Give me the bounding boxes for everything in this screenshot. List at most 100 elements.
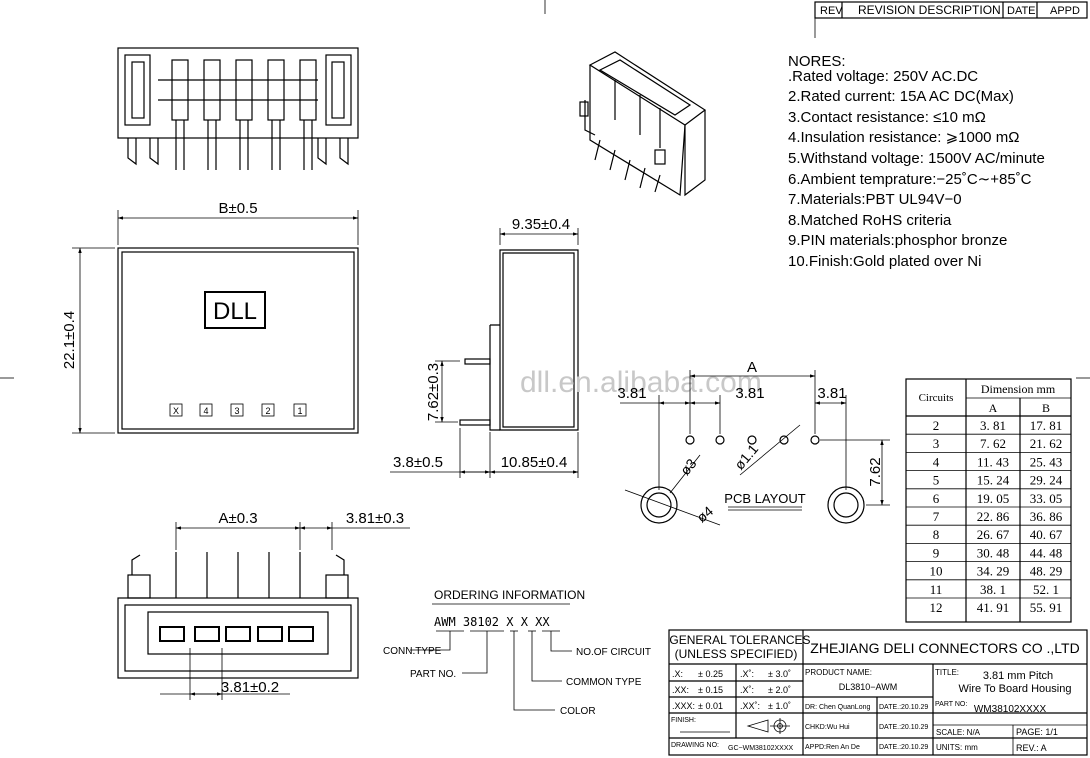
tolerance-cell: ± 0.01	[698, 701, 723, 711]
tolerance-cell: .X˚:	[740, 669, 754, 679]
pin-label-x: X	[173, 406, 179, 416]
table-cell-a: 30. 48	[977, 545, 1010, 560]
drawing-no-label: DRAWING NO:	[671, 742, 719, 749]
top-view-drawing	[117, 47, 359, 170]
table-cell-b: 21. 62	[1030, 436, 1063, 451]
dim-height-label: 22.1±0.4	[61, 311, 78, 369]
table-cell-circuits: 12	[930, 600, 943, 615]
pin-label-4: 4	[203, 406, 208, 416]
dim-bottom-a-label: A±0.3	[218, 510, 257, 527]
table-cell-a: 22. 86	[977, 509, 1010, 524]
tolerance-cell: ± 0.25	[698, 669, 723, 679]
pcb-hole-small-label: ø1.1	[731, 441, 761, 473]
ordering-information: ORDERING INFORMATION AWM 38102 X X XX CO…	[383, 588, 651, 717]
table-cell-circuits: 6	[933, 491, 940, 506]
table-cell-a: 11. 43	[977, 454, 1009, 469]
note-3: 3.Contact resistance: ≤10 mΩ	[788, 109, 986, 126]
appd-header: APPD	[1050, 5, 1080, 17]
notes-heading: NORES:	[788, 53, 846, 70]
projection-symbol-icon	[746, 718, 790, 734]
ordering-no-of-circuit: NO.OF CIRCUIT	[576, 647, 651, 658]
table-cell-circuits: 3	[933, 436, 940, 451]
watermark: dll.en.alibaba.com	[520, 366, 762, 399]
notes-section: NORES: .Rated voltage: 250V AC.DC 2.Rate…	[788, 53, 1045, 270]
approved-date: DATE.:20.10.29	[879, 744, 928, 751]
dim-side-pin-label: 7.62±0.3	[425, 363, 442, 421]
table-cell-circuits: 8	[933, 527, 940, 542]
table-cell-a: 3. 81	[980, 418, 1006, 433]
page-value: PAGE: 1/1	[1016, 727, 1058, 737]
checked-date: DATE.:20.10.29	[879, 724, 928, 731]
table-cell-circuits: 10	[930, 564, 943, 579]
table-cell-a: 41. 91	[977, 600, 1010, 615]
table-cell-a: 34. 29	[977, 564, 1010, 579]
note-1: .Rated voltage: 250V AC.DC	[788, 68, 978, 85]
dim-width-label: B±0.5	[218, 200, 257, 217]
units-value: UNITS: mm	[936, 743, 978, 752]
checked-by: CHKD:Wu Hui	[805, 724, 850, 731]
note-4: 4.Insulation resistance: ⩾1000 mΩ	[788, 129, 1019, 146]
isometric-view-drawing	[579, 51, 707, 197]
pin-label-1: 1	[297, 406, 302, 416]
front-view-drawing: DLL X 4 3 2 1 B±0.5 22.1±0.4	[61, 200, 359, 434]
date-header: DATE	[1007, 5, 1036, 17]
table-cell-circuits: 4	[933, 454, 940, 469]
table-cell-circuits: 11	[930, 582, 943, 597]
note-5: 5.Withstand voltage: 1500V AC/minute	[788, 150, 1045, 167]
tolerance-cell: ± 1.0˚	[768, 701, 791, 711]
ordering-conn-type: CONN.TYPE	[383, 646, 442, 657]
table-header-a: A	[989, 401, 998, 415]
part-no-value: WM38102XXXX	[974, 704, 1047, 715]
title-block: GENERAL TOLERANCES (UNLESS SPECIFIED) .X…	[668, 629, 1088, 756]
pin-label-2: 2	[265, 406, 270, 416]
dim-bottom-pitch-label: 3.81±0.3	[346, 510, 404, 527]
table-cell-b: 44. 48	[1030, 545, 1063, 560]
table-cell-circuits: 7	[933, 509, 940, 524]
ordering-common-type: COMMON TYPE	[566, 677, 642, 688]
table-header-b: B	[1042, 401, 1050, 415]
table-cell-circuits: 9	[933, 545, 940, 560]
table-cell-b: 33. 05	[1030, 491, 1063, 506]
title-label: TITLE:	[935, 668, 959, 677]
tolerance-cell: .XX˚:	[740, 701, 760, 711]
tolerance-cell: ± 3.0˚	[768, 669, 791, 679]
pcb-layout-label: PCB LAYOUT	[724, 491, 805, 506]
note-8: 8.Matched RoHS criteria	[788, 212, 952, 229]
pcb-dim-vertical-label: 7.62	[867, 457, 884, 486]
note-9: 9.PIN materials:phosphor bronze	[788, 232, 1007, 249]
company-name: ZHEJIANG DELI CONNECTORS CO .,LTD	[810, 640, 1079, 656]
note-6: 6.Ambient temprature:−25˚C∼+85˚C	[788, 171, 1032, 188]
ordering-code: AWM 38102 X X XX	[434, 615, 550, 629]
product-name-value: DL3810−AWM	[839, 682, 897, 692]
note-7: 7.Materials:PBT UL94V−0	[788, 191, 962, 208]
table-cell-a: 15. 24	[977, 473, 1010, 488]
drawn-date: DATE.:20.10.29	[879, 704, 928, 711]
dim-bottom-label: 3.81±0.2	[221, 679, 279, 696]
pcb-dim-mid-label: 3.81	[735, 385, 764, 402]
pcb-dim-left-label: 3.81	[617, 385, 646, 402]
sheet-border	[0, 0, 1090, 379]
pin-label-3: 3	[234, 406, 239, 416]
tolerance-cell: .XXX:	[672, 701, 695, 711]
table-cell-b: 36. 86	[1030, 509, 1063, 524]
side-view-drawing: 9.35±0.4 7.62±0.3 3.8±0.5 10.85±0.4	[390, 216, 579, 478]
drawing-no-value: GC−WM38102XXXX	[728, 745, 793, 752]
revision-value: REV.: A	[1016, 743, 1047, 753]
title-line-2: Wire To Board Housing	[959, 683, 1072, 695]
dim-side-left-label: 3.8±0.5	[393, 454, 443, 471]
revision-description-header: REVISION DESCRIPTION	[858, 3, 1001, 17]
dim-side-bottom-label: 10.85±0.4	[501, 454, 568, 471]
tolerances-heading: GENERAL TOLERANCES	[669, 633, 810, 647]
pcb-dim-right-label: 3.81	[817, 385, 846, 402]
pcb-dim-a-label: A	[747, 359, 757, 376]
tolerance-cell: ± 2.0˚	[768, 685, 791, 695]
table-cell-b: 48. 29	[1030, 564, 1063, 579]
table-header-dimension: Dimension mm	[981, 382, 1056, 396]
approved-by: APPD:Ren An De	[805, 744, 860, 751]
note-2: 2.Rated current: 15A AC DC(Max)	[788, 88, 1014, 105]
rev-header: REV	[820, 5, 843, 17]
ordering-title: ORDERING INFORMATION	[434, 588, 585, 602]
tolerance-cell: ± 0.15	[698, 685, 723, 695]
